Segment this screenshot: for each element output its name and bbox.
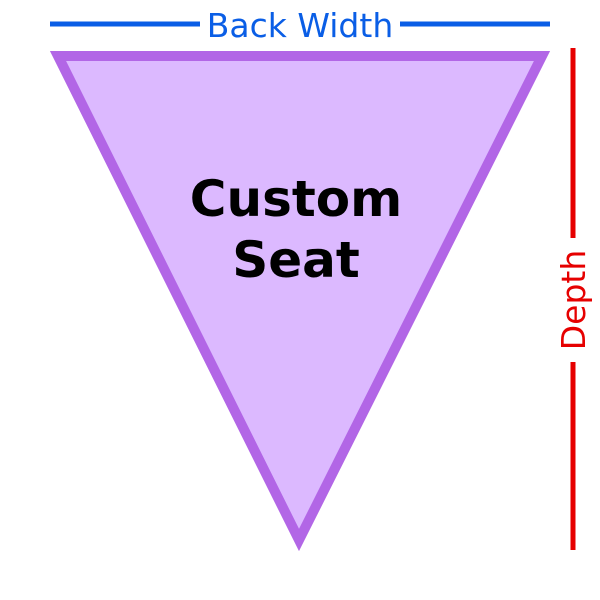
seat-label-line-1: Custom (190, 170, 402, 228)
seat-label: Custom Seat (190, 170, 402, 289)
depth-label: Depth (554, 250, 593, 351)
seat-triangle-shape (58, 56, 542, 540)
seat-label-line-2: Seat (232, 231, 360, 289)
seat-triangle-outline (49, 51, 551, 552)
back-width-label: Back Width (207, 6, 393, 45)
back-width-dimension: Back Width (50, 6, 550, 45)
depth-dimension: Depth (554, 48, 593, 550)
